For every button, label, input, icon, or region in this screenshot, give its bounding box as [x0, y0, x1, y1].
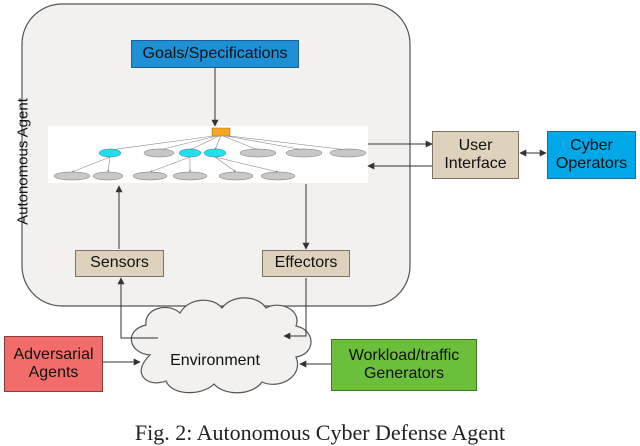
environment-cloud: [130, 297, 312, 394]
user-interface-box: User Interface: [432, 131, 519, 179]
workload-line-1: Workload/traffic: [348, 346, 460, 364]
workload-line-2: Generators: [363, 365, 445, 382]
tree-node: [203, 148, 227, 158]
cyber-operators-line-1: Cyber: [570, 136, 613, 154]
tree-node: [329, 148, 367, 158]
effectors-label: Effectors: [274, 254, 338, 272]
figure-caption: Fig. 2: Autonomous Cyber Defense Agent: [134, 420, 506, 445]
sensors-label: Sensors: [90, 254, 149, 272]
behavior-tree: [53, 127, 367, 181]
environment-label-box: Environment: [150, 348, 280, 374]
user-interface-line-1: User: [458, 136, 493, 154]
tree-node: [218, 171, 254, 181]
tree-node: [260, 171, 296, 181]
effectors-to-environment-arrow: [283, 278, 307, 340]
environment-label: Environment: [170, 351, 260, 369]
sensors-box: Sensors: [75, 250, 164, 277]
adversarial-line-1: Adversarial: [13, 345, 94, 363]
tree-node: [239, 148, 277, 158]
tree-node: [285, 148, 323, 158]
goals-specifications-box: Goals/Specifications: [131, 40, 299, 68]
adversarial-agents-box: Adversarial Agents: [4, 336, 103, 392]
environment-to-sensors-arrow: [117, 277, 158, 339]
tree-node: [172, 171, 208, 181]
workload-generators-box: Workload/traffic Generators: [331, 339, 477, 391]
tree-root-node: [211, 127, 231, 137]
goals-label: Goals/Specifications: [142, 44, 288, 62]
tree-node: [178, 148, 202, 158]
cyber-operators-box: Cyber Operators: [547, 131, 636, 179]
adversarial-line-2: Agents: [28, 364, 79, 381]
architecture-diagram: [21, 3, 547, 394]
effectors-box: Effectors: [262, 250, 350, 277]
user-interface-line-2: Interface: [444, 155, 507, 172]
tree-node: [98, 148, 122, 158]
tree-node: [92, 171, 124, 181]
tree-node: [53, 171, 91, 181]
autonomous-agent-label: Autonomous Agent: [14, 98, 32, 225]
tree-node: [143, 148, 175, 158]
cyber-operators-line-2: Operators: [555, 155, 628, 172]
tree-node: [132, 171, 168, 181]
